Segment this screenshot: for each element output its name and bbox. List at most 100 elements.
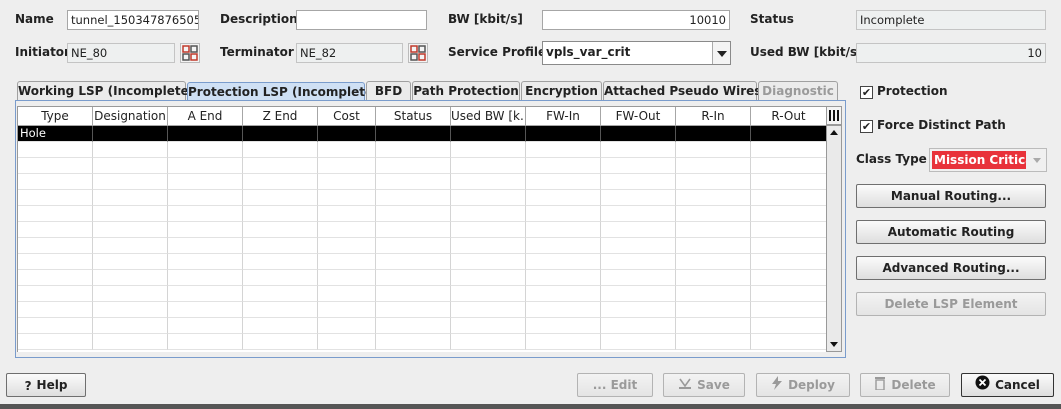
column-header-fw-in[interactable]: FW-In bbox=[526, 107, 601, 126]
grid-picker-icon bbox=[410, 45, 426, 61]
empty-table-cell bbox=[18, 318, 93, 334]
empty-table-row bbox=[18, 254, 827, 270]
empty-table-cell bbox=[526, 190, 601, 206]
empty-table-cell bbox=[318, 238, 376, 254]
tab-protection-lsp[interactable]: Protection LSP (Incomplete) bbox=[187, 82, 379, 101]
column-chooser-button[interactable] bbox=[826, 106, 842, 125]
empty-table-cell bbox=[601, 206, 676, 222]
empty-table-cell bbox=[601, 302, 676, 318]
columns-icon bbox=[829, 110, 839, 121]
advanced-routing-button[interactable]: Advanced Routing... bbox=[856, 256, 1046, 280]
empty-table-cell bbox=[451, 158, 526, 174]
vertical-scrollbar[interactable] bbox=[826, 125, 842, 352]
empty-table-cell bbox=[318, 254, 376, 270]
service-profile-value: vpls_var_crit bbox=[546, 45, 631, 59]
window-bottom-edge bbox=[0, 404, 1061, 409]
column-header-status[interactable]: Status bbox=[376, 107, 451, 126]
cancel-button[interactable]: Cancel bbox=[961, 373, 1054, 397]
empty-table-cell bbox=[751, 142, 827, 158]
empty-table-cell bbox=[168, 318, 243, 334]
column-header-r-in[interactable]: R-In bbox=[676, 107, 751, 126]
protection-checkbox[interactable]: ✔ bbox=[860, 86, 873, 99]
service-profile-select[interactable]: vpls_var_crit bbox=[542, 41, 731, 65]
empty-table-cell bbox=[451, 142, 526, 158]
empty-table-row bbox=[18, 142, 827, 158]
column-header-designation[interactable]: Designation bbox=[93, 107, 168, 126]
used-bw-field: 10 bbox=[856, 43, 1046, 63]
description-field[interactable] bbox=[296, 10, 427, 30]
empty-table-cell bbox=[243, 270, 318, 286]
delete-button: Delete bbox=[860, 373, 950, 397]
empty-table-cell bbox=[751, 270, 827, 286]
empty-table-cell bbox=[676, 158, 751, 174]
column-header-r-out[interactable]: R-Out bbox=[751, 107, 827, 126]
empty-table-row bbox=[18, 334, 827, 350]
empty-table-cell bbox=[318, 190, 376, 206]
empty-table-cell bbox=[676, 142, 751, 158]
empty-table-cell bbox=[93, 174, 168, 190]
table-row[interactable]: Hole bbox=[18, 126, 827, 142]
initiator-field: NE_80 bbox=[67, 43, 175, 63]
empty-table-cell bbox=[243, 222, 318, 238]
empty-table-cell bbox=[601, 318, 676, 334]
empty-table-cell bbox=[18, 142, 93, 158]
protection-label: Protection bbox=[877, 84, 948, 98]
empty-table-cell bbox=[676, 238, 751, 254]
name-field[interactable]: tunnel_1503478765050 bbox=[67, 10, 199, 30]
initiator-picker-button[interactable] bbox=[180, 43, 200, 63]
tab-path-protection[interactable]: Path Protection bbox=[412, 81, 520, 100]
service-profile-label: Service Profile bbox=[448, 45, 547, 59]
save-button: Save bbox=[663, 373, 745, 397]
column-header-a-end[interactable]: A End bbox=[168, 107, 243, 126]
scroll-down-icon[interactable] bbox=[827, 337, 841, 351]
empty-table-cell bbox=[18, 334, 93, 350]
empty-table-cell bbox=[601, 238, 676, 254]
terminator-picker-button[interactable] bbox=[408, 43, 428, 63]
empty-table-cell bbox=[93, 238, 168, 254]
empty-table-cell bbox=[751, 238, 827, 254]
empty-table-cell bbox=[676, 174, 751, 190]
tab-diagnostic: Diagnostic bbox=[758, 81, 838, 100]
tab-attached-pseudo-wires[interactable]: Attached Pseudo Wires bbox=[603, 81, 761, 100]
class-type-select[interactable]: Mission Critical bbox=[929, 148, 1047, 172]
empty-table-row bbox=[18, 206, 827, 222]
manual-routing-button[interactable]: Manual Routing... bbox=[856, 184, 1046, 208]
column-header-cost[interactable]: Cost bbox=[318, 107, 376, 126]
table-cell bbox=[751, 126, 827, 142]
edit-button: ... Edit bbox=[577, 373, 653, 397]
empty-table-cell bbox=[318, 158, 376, 174]
empty-table-cell bbox=[601, 142, 676, 158]
empty-table-cell bbox=[318, 334, 376, 350]
column-header-type[interactable]: Type bbox=[18, 107, 93, 126]
table-cell bbox=[168, 126, 243, 142]
chevron-down-icon bbox=[1033, 158, 1041, 163]
trash-icon bbox=[874, 375, 886, 397]
tab-working-lsp[interactable]: Working LSP (Incomplete) bbox=[17, 81, 194, 100]
empty-table-cell bbox=[676, 318, 751, 334]
empty-table-cell bbox=[243, 302, 318, 318]
delete-lsp-element-button: Delete LSP Element bbox=[856, 292, 1046, 316]
empty-table-cell bbox=[18, 254, 93, 270]
column-header-z-end[interactable]: Z End bbox=[243, 107, 318, 126]
empty-table-cell bbox=[93, 254, 168, 270]
scroll-up-icon[interactable] bbox=[827, 126, 841, 140]
bw-field[interactable]: 10010 bbox=[542, 10, 730, 30]
name-label: Name bbox=[15, 12, 54, 26]
empty-table-cell bbox=[318, 206, 376, 222]
force-distinct-path-checkbox[interactable]: ✔ bbox=[860, 120, 873, 133]
column-header-used-bw[interactable]: Used BW [k... bbox=[451, 107, 526, 126]
empty-table-cell bbox=[526, 238, 601, 254]
empty-table-cell bbox=[243, 174, 318, 190]
empty-table-cell bbox=[168, 174, 243, 190]
help-button[interactable]: ?Help bbox=[6, 373, 86, 397]
column-header-fw-out[interactable]: FW-Out bbox=[601, 107, 676, 126]
empty-table-cell bbox=[676, 190, 751, 206]
class-type-label: Class Type bbox=[856, 152, 927, 166]
tab-bfd[interactable]: BFD bbox=[366, 81, 411, 100]
empty-table-cell bbox=[18, 158, 93, 174]
tab-encryption[interactable]: Encryption bbox=[521, 81, 602, 100]
empty-table-cell bbox=[526, 158, 601, 174]
automatic-routing-button[interactable]: Automatic Routing bbox=[856, 220, 1046, 244]
chevron-down-icon[interactable] bbox=[712, 42, 730, 64]
empty-table-cell bbox=[376, 302, 451, 318]
